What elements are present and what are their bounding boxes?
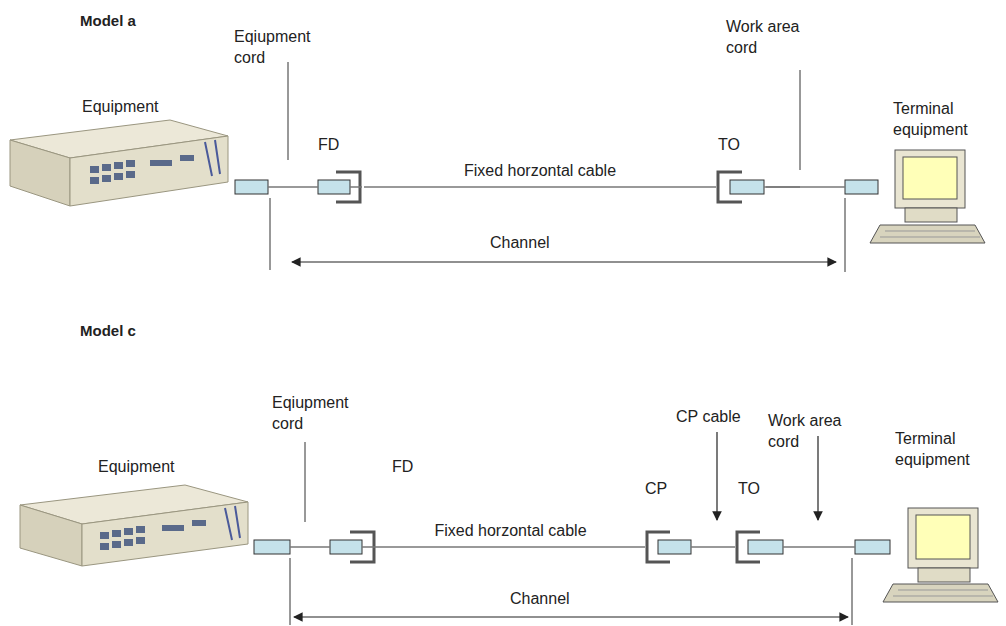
cable-line [691, 546, 735, 548]
cable-line [364, 186, 716, 188]
computer-icon [883, 508, 998, 602]
connector-node: FD [330, 456, 376, 566]
node-label: Terminal equipment [895, 428, 991, 470]
computer-icon [870, 150, 985, 243]
connector-node: CP [645, 478, 691, 566]
connector-node: Equipment [20, 456, 290, 568]
connector-node: FD [318, 134, 364, 206]
connector-node: TO [716, 134, 766, 206]
cable-line [376, 546, 645, 548]
connector-node: Terminal equipment [845, 98, 990, 248]
node-label: Equipment [82, 96, 159, 117]
callout-label: Eqiupment cord [272, 392, 362, 434]
callout-label: Work area cord [726, 16, 816, 58]
node-label: TO [738, 478, 760, 499]
node-label: CP [645, 478, 667, 499]
connector-node: Equipment [10, 96, 268, 208]
callout-label: CP cable [676, 406, 741, 427]
callout-label: Work area cord [768, 410, 858, 452]
cable-line [783, 546, 855, 548]
model-title: Model c [80, 320, 136, 341]
edge-label: Fixed horzontal cable [432, 521, 588, 541]
edge-label: Fixed horzontal cable [462, 161, 618, 181]
cable-line [268, 186, 318, 188]
switch-device [20, 485, 248, 566]
node-label: FD [392, 456, 413, 477]
node-label: FD [318, 134, 339, 155]
node-label: Equipment [98, 456, 175, 477]
node-label: TO [718, 134, 740, 155]
callout-label: Channel [490, 232, 550, 253]
connector-node: TO [735, 478, 783, 566]
callout-label: Eqiupment cord [234, 26, 324, 68]
model-title: Model a [80, 10, 136, 31]
connector-node: Terminal equipment [855, 428, 1000, 606]
switch-device [10, 120, 228, 206]
callout-label: Channel [510, 588, 570, 609]
cable-line [766, 186, 845, 188]
node-label: Terminal equipment [893, 98, 989, 140]
cable-line [290, 546, 330, 548]
